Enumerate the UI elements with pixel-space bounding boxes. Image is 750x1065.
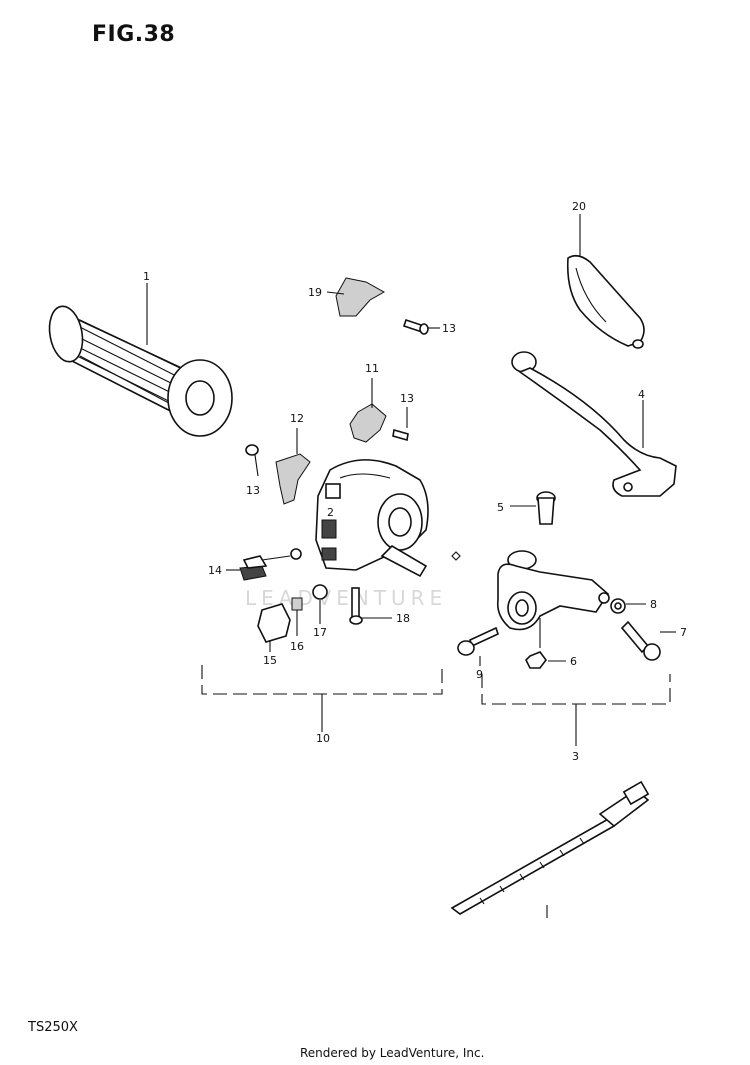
part-screw-13-mid	[392, 407, 409, 442]
callout-12: 12	[290, 412, 304, 425]
callout-6: 6	[570, 655, 577, 668]
callout-16: 16	[290, 640, 304, 653]
callout-4: 4	[638, 388, 645, 401]
callout-13-left: 13	[246, 484, 260, 497]
part-17	[312, 584, 328, 624]
callout-3: 3	[572, 750, 579, 763]
callout-1: 1	[143, 270, 150, 283]
bracket-10	[201, 665, 443, 732]
callout-11: 11	[365, 362, 379, 375]
callout-5: 5	[497, 501, 504, 514]
part-16	[291, 597, 303, 636]
callout-13-mid: 13	[400, 392, 414, 405]
part-5	[510, 491, 556, 525]
callout-10: 10	[316, 732, 330, 745]
part-screw-13-left	[245, 444, 259, 477]
part-14	[226, 548, 302, 581]
callout-14: 14	[208, 564, 222, 577]
part-switch-housing	[315, 459, 429, 578]
callout-19: 19	[308, 286, 322, 299]
callout-20: 20	[572, 200, 586, 213]
part-11	[349, 378, 387, 443]
callout-9: 9	[476, 668, 483, 681]
part-15	[257, 603, 291, 652]
callout-17: 17	[313, 626, 327, 639]
callout-8: 8	[650, 598, 657, 611]
part-7	[620, 620, 676, 661]
callout-13-top: 13	[442, 322, 456, 335]
callout-18: 18	[396, 612, 410, 625]
part-6	[525, 651, 566, 669]
figure-title: FIG.38	[92, 22, 176, 47]
model-label: TS250X	[28, 1020, 78, 1035]
part-18	[349, 587, 392, 625]
part-lever-bracket	[496, 550, 610, 648]
part-clutch-lever	[511, 351, 677, 497]
part-12	[275, 428, 311, 505]
part-9	[457, 626, 499, 666]
bullet-mark	[451, 551, 461, 561]
callout-2: 2	[327, 506, 334, 519]
part-8	[610, 598, 646, 614]
part-screw-13-top	[402, 318, 440, 335]
part-19	[326, 277, 386, 317]
callout-7: 7	[680, 626, 687, 639]
bracket-3	[481, 674, 671, 746]
render-credit: Rendered by LeadVenture, Inc.	[300, 1046, 485, 1060]
callout-15: 15	[263, 654, 277, 667]
part-lever-cover	[566, 214, 645, 349]
part-grip	[48, 283, 233, 437]
part-cable-tie	[450, 780, 650, 918]
